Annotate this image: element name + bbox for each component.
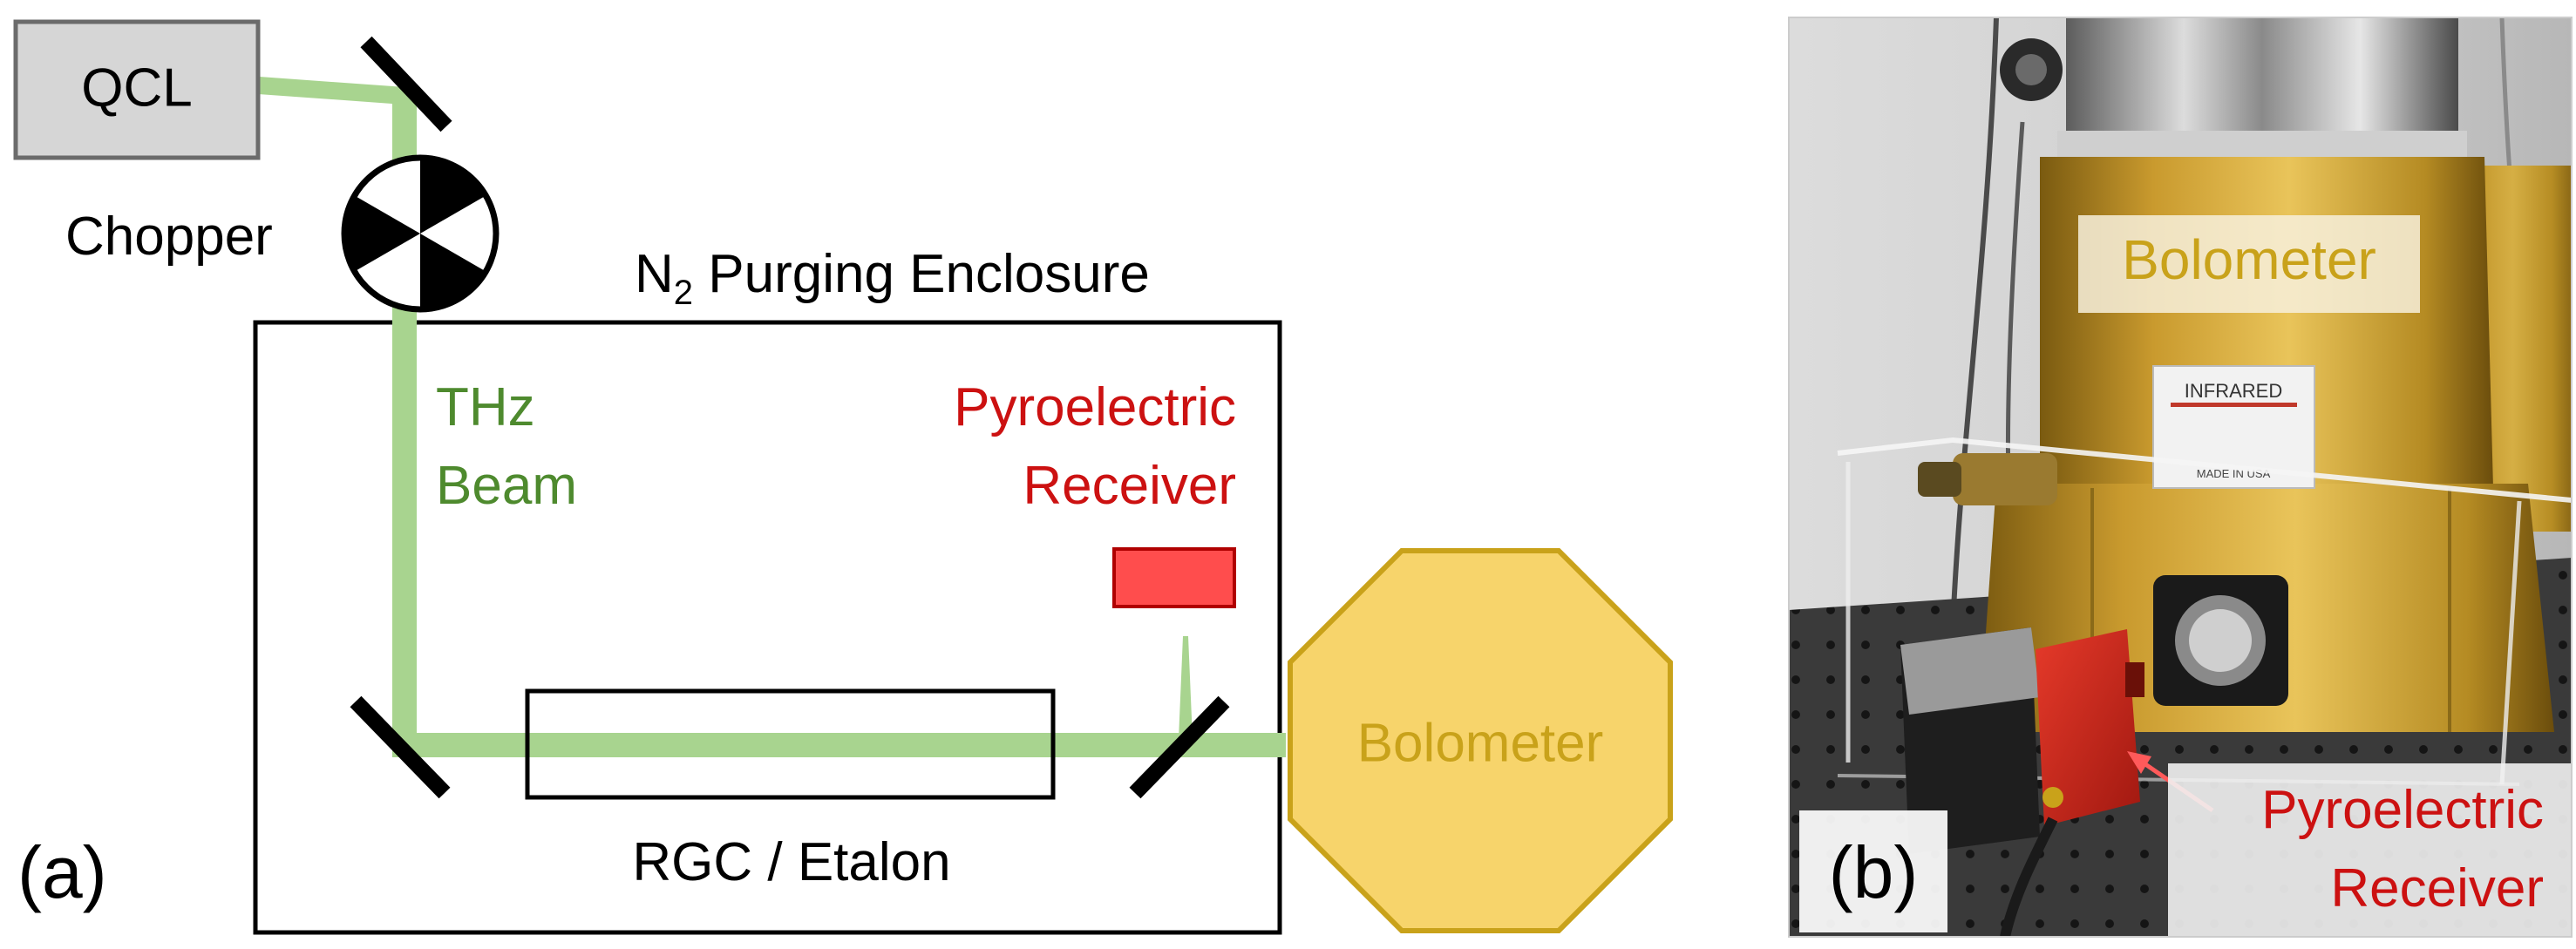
sticker-brand: INFRARED — [2185, 380, 2282, 402]
panel-a-schematic: QCL Chopper N2 Purging Enclosure THz Bea… — [13, 19, 1673, 935]
bolometer-label-box — [2078, 215, 2420, 313]
thz-beam-reflection — [1179, 636, 1193, 739]
photo-frame — [1788, 17, 2573, 938]
qcl-source — [13, 19, 261, 160]
chopper-wheel — [341, 154, 500, 313]
panel-a-label: (a) — [17, 831, 107, 913]
enclosure-label: N2 Purging Enclosure — [635, 244, 1150, 312]
bolometer-detector — [1288, 548, 1673, 933]
rgc-etalon-label: RGC / Etalon — [632, 832, 950, 892]
thz-beam-label-line2: Beam — [436, 456, 577, 516]
pyroelectric-receiver — [1112, 547, 1236, 608]
pyro-label-box — [2168, 763, 2572, 937]
photo-pyro-label-line1: Pyroelectric — [2261, 780, 2544, 840]
photo-bolometer-label: Bolometer — [2122, 228, 2376, 291]
panel-b-photo: INFRARED MADE IN USA — [1788, 17, 2573, 938]
panel-b-label-box — [1799, 810, 1947, 932]
chopper-label: Chopper — [65, 207, 273, 267]
thz-beam-label-line1: THz — [436, 377, 535, 437]
pyro-receiver-photo — [2036, 629, 2140, 826]
photo-pyro-label-line2: Receiver — [2330, 858, 2544, 918]
bolometer-label: Bolometer — [1357, 713, 1604, 773]
purging-enclosure — [253, 320, 1282, 935]
rgc-etalon-cell — [525, 688, 1056, 800]
mirror-bottom-left — [350, 695, 451, 799]
mirror-beam-splitter — [1129, 695, 1230, 799]
pyro-label-line2: Receiver — [1023, 456, 1236, 516]
qcl-label: QCL — [81, 58, 192, 118]
mirror-top — [360, 36, 452, 132]
thz-beam-input — [258, 77, 405, 105]
panel-b-label: (b) — [1829, 831, 1919, 913]
pyro-label-line1: Pyroelectric — [954, 377, 1236, 437]
